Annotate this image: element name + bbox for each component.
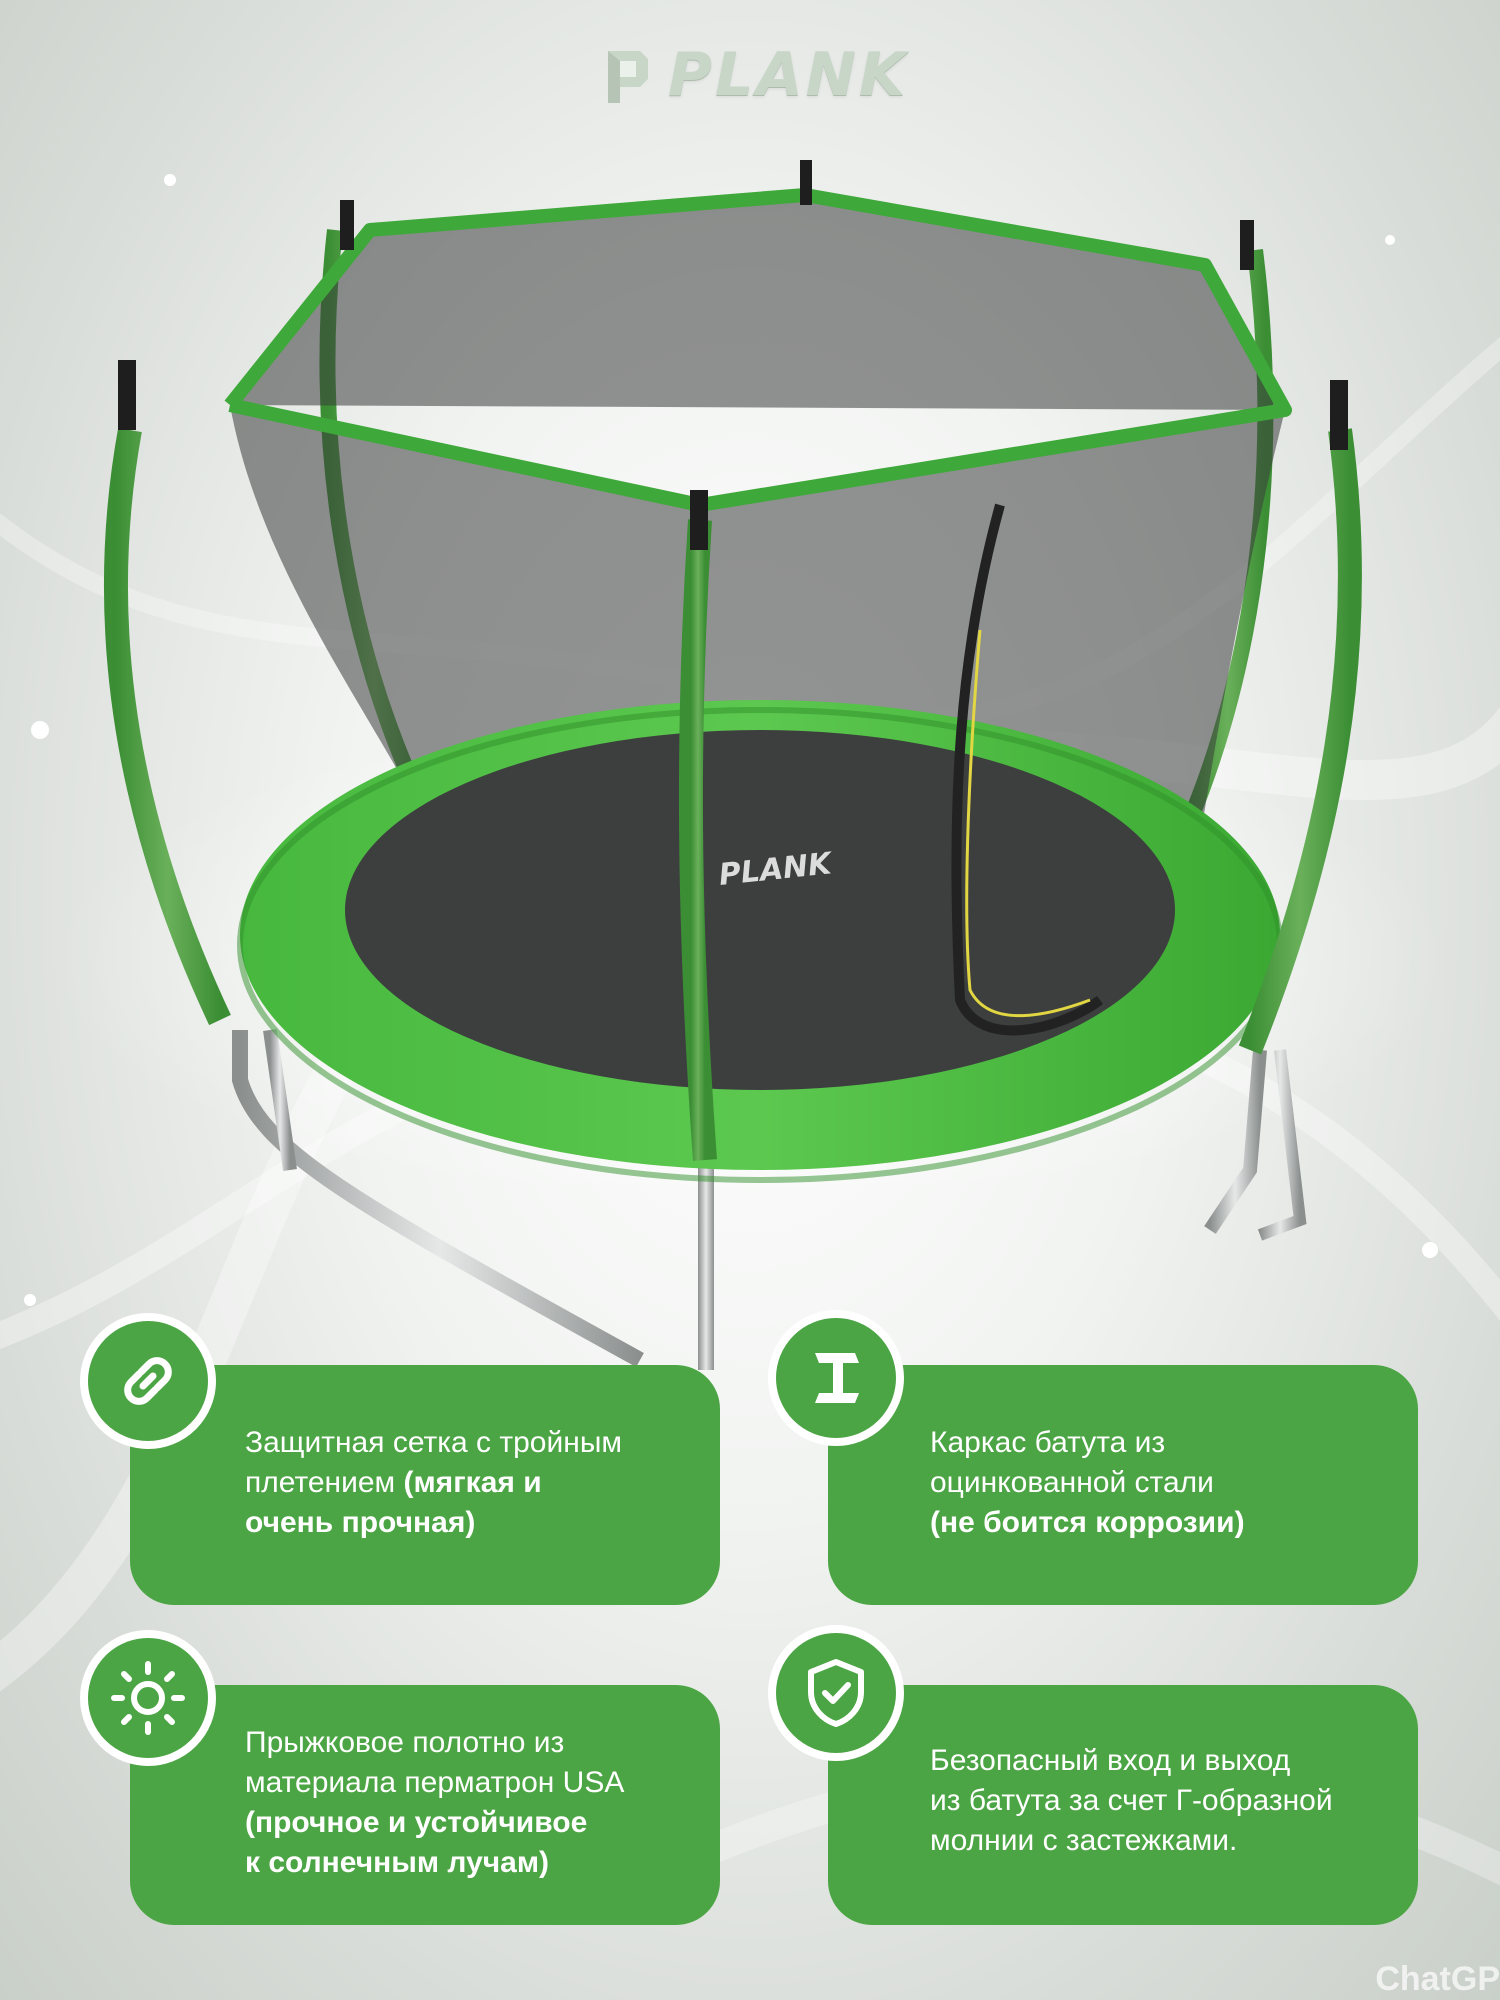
trampoline-illustration: PLANK — [103, 160, 1362, 1370]
feature-text-entry: Безопасный вход и выход из батута за сче… — [930, 1744, 1333, 1857]
feature-badge-net — [80, 1313, 216, 1449]
feature-badge-frame — [768, 1310, 904, 1446]
steel-beam-icon — [815, 1353, 859, 1403]
feature-badge-entry — [768, 1625, 904, 1761]
pole-caps — [118, 160, 1348, 550]
link-icon — [124, 1357, 172, 1405]
steel-legs — [232, 1029, 1307, 1370]
jumping-mat — [345, 730, 1175, 1090]
feature-text-mat: Прыжковое полотно из материала перматрон… — [245, 1726, 625, 1879]
feature-text-net: Защитная сетка с тройным плетением (мягк… — [245, 1426, 623, 1539]
shield-check-icon — [808, 1659, 864, 1727]
plank-logo-icon — [608, 51, 648, 103]
feature-card-entry: Безопасный вход и выход из батута за сче… — [828, 1685, 1418, 1925]
watermark: ChatGP — [1375, 1960, 1500, 1998]
feature-card-mat: Прыжковое полотно из материала перматрон… — [130, 1685, 720, 1925]
zipper — [951, 503, 1103, 1036]
logo-text: PLANK — [668, 40, 909, 110]
brand-logo: PLANK — [600, 40, 920, 110]
safety-net — [230, 195, 1285, 840]
feature-card-frame: Каркас батута из оцинкованной стали (не … — [828, 1365, 1418, 1605]
feature-card-net: Защитная сетка с тройным плетением (мягк… — [130, 1365, 720, 1605]
feature-text-frame: Каркас батута из оцинкованной стали (не … — [930, 1426, 1245, 1539]
front-poles — [103, 427, 1362, 1161]
sun-icon — [111, 1661, 185, 1735]
feature-badge-mat — [80, 1630, 216, 1766]
